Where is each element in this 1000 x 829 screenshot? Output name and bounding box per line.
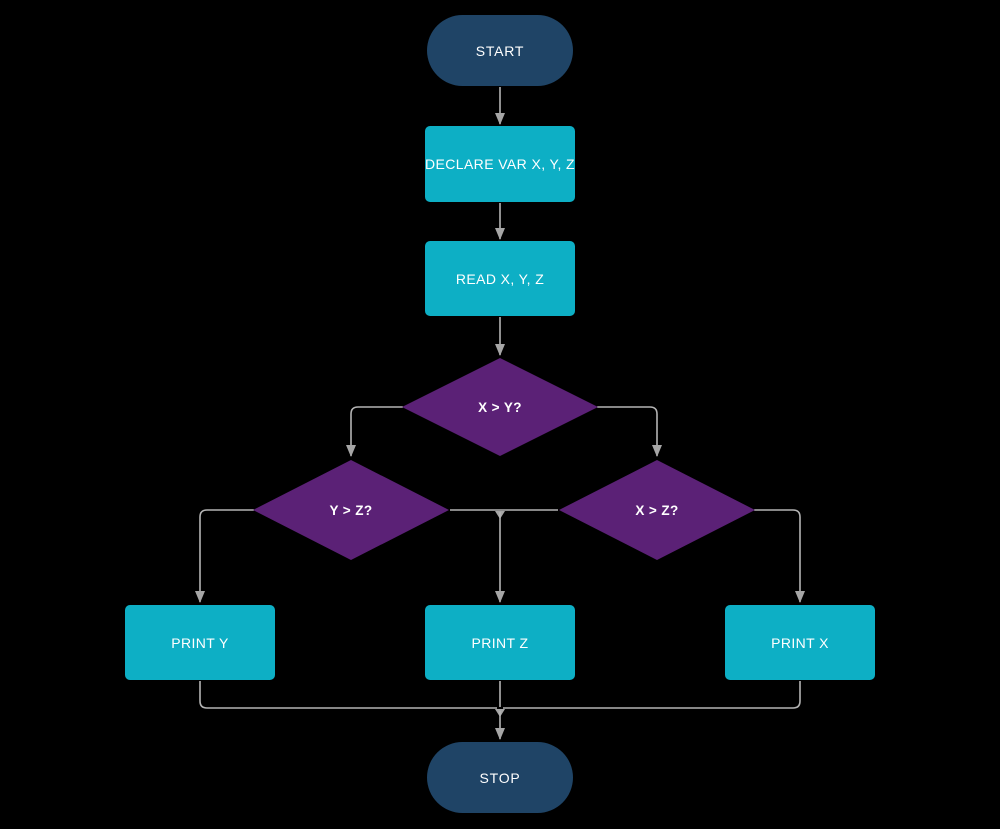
node-decision-y-gt-z[interactable]: Y > Z? [253,460,449,560]
node-start[interactable]: START [427,15,573,86]
node-print-z-label: PRINT Z [471,634,529,651]
connector-printy-merge [199,681,497,709]
connector-xy-yz [346,406,403,457]
node-stop-label: STOP [479,769,521,786]
connector-xz-printx [754,509,805,603]
node-print-x[interactable]: PRINT X [725,605,875,680]
node-print-y[interactable]: PRINT Y [125,605,275,680]
connector-xy-xz [597,406,662,457]
node-declare-var-label: DECLARE VAR X, Y, Z [425,156,575,172]
node-decision-x-gt-z-label: X > Z? [635,502,679,518]
node-decision-y-gt-z-label: Y > Z? [329,502,373,518]
merge-arrowhead-bottom [495,709,505,717]
node-decision-x-gt-y[interactable]: X > Y? [402,358,598,456]
node-read-label: READ X, Y, Z [455,270,545,287]
merge-arrowhead-top [495,511,505,519]
node-declare-var[interactable]: DECLARE VAR X, Y, Z [425,126,575,202]
node-print-y-label: PRINT Y [171,634,229,651]
connector-printx-merge [503,681,801,709]
node-print-z[interactable]: PRINT Z [425,605,575,680]
node-start-label: START [475,42,525,59]
node-read[interactable]: READ X, Y, Z [425,241,575,316]
node-decision-x-gt-z[interactable]: X > Z? [559,460,755,560]
node-stop[interactable]: STOP [427,742,573,813]
connector-yz-printy [195,509,254,603]
node-print-x-label: PRINT X [771,634,829,651]
node-decision-x-gt-y-label: X > Y? [478,399,522,415]
